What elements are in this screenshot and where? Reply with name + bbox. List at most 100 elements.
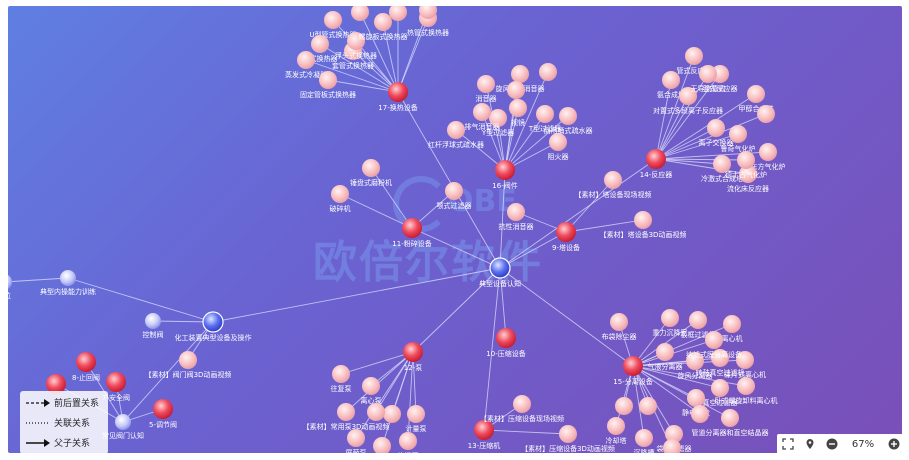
node-circle[interactable] <box>507 81 525 99</box>
node-circle[interactable] <box>656 343 674 361</box>
node-circle[interactable] <box>662 71 680 89</box>
node-circle[interactable] <box>489 257 511 279</box>
node-circle[interactable] <box>556 222 576 242</box>
node-circle[interactable] <box>513 395 531 413</box>
node-circle[interactable] <box>153 399 173 419</box>
node-circle[interactable] <box>689 311 707 329</box>
node-circle[interactable] <box>445 182 463 200</box>
node-circle[interactable] <box>549 133 567 151</box>
node-circle[interactable] <box>388 82 408 102</box>
node-circle[interactable] <box>447 121 465 139</box>
graph-node-fs[interactable]: 11-粉碎设备 <box>392 218 432 248</box>
node-circle[interactable] <box>324 11 342 29</box>
node-circle[interactable] <box>399 432 417 450</box>
graph-node-cat7[interactable]: 倒吊桶式疏水器 <box>544 107 593 135</box>
node-circle[interactable] <box>347 32 365 50</box>
graph-node-ta[interactable]: 9-塔设备 <box>552 222 580 252</box>
node-circle[interactable] <box>362 377 380 395</box>
graph-node-hx6[interactable]: 螺旋板式换热器 <box>359 13 408 41</box>
node-circle[interactable] <box>297 51 315 69</box>
node-circle[interactable] <box>477 75 495 93</box>
locate-icon[interactable] <box>802 436 818 452</box>
graph-node-a10[interactable] <box>46 374 66 394</box>
node-circle[interactable] <box>646 149 666 169</box>
graph-node-s18[interactable] <box>691 405 709 423</box>
graph-node-hx2[interactable]: 板式换热器 <box>303 35 338 63</box>
node-circle[interactable] <box>311 35 329 53</box>
node-circle[interactable] <box>723 315 741 333</box>
graph-node-hx9[interactable] <box>389 6 407 21</box>
graph-node-s8[interactable]: 碟片式离心机 <box>724 351 766 379</box>
node-circle[interactable] <box>202 311 224 333</box>
graph-canvas[interactable]: OBE 欧倍尔软件 典 <box>8 6 902 453</box>
graph-node-fx4[interactable]: 对置式多段离子反应器 <box>653 87 723 115</box>
node-circle[interactable] <box>736 351 754 369</box>
graph-node-fs2[interactable]: 破碎机 <box>330 185 351 213</box>
graph-node-s7[interactable]: 气液分离器 <box>648 343 683 371</box>
graph-node-cat4[interactable]: 视镜 <box>509 99 527 127</box>
graph-node-cat10[interactable] <box>539 63 557 81</box>
graph-node-pump[interactable]: 12-泵 <box>403 342 423 372</box>
graph-node-ys2[interactable]: 【素材】压缩设备3D动画视频 <box>521 425 615 453</box>
graph-node-hx8[interactable]: 固定管板式换热器 <box>300 71 356 99</box>
graph-node-hx10[interactable] <box>351 6 369 21</box>
node-circle[interactable] <box>337 403 355 421</box>
graph-node-s2[interactable]: 重力沉降室 <box>653 309 688 337</box>
graph-node-s20[interactable] <box>615 397 633 415</box>
node-circle[interactable] <box>76 352 96 372</box>
node-circle[interactable] <box>691 405 709 423</box>
node-circle[interactable] <box>729 125 747 143</box>
graph-node-hx1[interactable]: U型管式换热器 <box>309 11 357 39</box>
node-circle[interactable] <box>496 328 516 348</box>
node-circle[interactable] <box>351 6 369 21</box>
graph-node-s5[interactable]: 转鼓真空过滤机 <box>696 349 745 377</box>
knowledge-graph[interactable]: 典型设备认知化工装置典型设备及操作典型内操能力训练岗位控制阀常见阀门认知【素材】… <box>8 6 902 453</box>
graph-node-p1[interactable]: 往复泵 <box>331 365 352 393</box>
graph-node-s4[interactable]: 离心机 <box>722 315 743 343</box>
graph-node-hx11[interactable] <box>419 6 437 19</box>
node-circle[interactable] <box>145 313 161 329</box>
graph-node-fx10[interactable]: 流化床反应器 <box>727 165 769 193</box>
graph-node-p7[interactable]: 齿轮泵 <box>372 437 393 453</box>
graph-node-ta1[interactable]: 【素材】塔设备现场视频 <box>575 171 652 199</box>
graph-node-root[interactable]: 典型设备认知 <box>479 257 521 288</box>
graph-node-sep[interactable]: 15-分离设备 <box>613 356 653 386</box>
node-circle[interactable] <box>634 211 652 229</box>
node-circle[interactable] <box>711 349 729 367</box>
node-circle[interactable] <box>46 374 66 394</box>
graph-node-hx5[interactable]: 浮头式换热器 <box>335 32 377 60</box>
graph-node-fx8[interactable]: 东方气化炉 <box>751 143 786 171</box>
node-circle[interactable] <box>489 109 507 127</box>
node-circle[interactable] <box>511 65 529 83</box>
graph-node-fx1[interactable]: 管式反应器 <box>677 47 712 75</box>
node-circle[interactable] <box>739 165 757 183</box>
graph-node-p9[interactable] <box>367 403 385 421</box>
node-circle[interactable] <box>721 409 739 427</box>
node-circle[interactable] <box>347 429 365 447</box>
graph-node-cat9[interactable]: 红杆浮球式疏水器 <box>428 121 484 149</box>
node-circle[interactable] <box>711 379 729 397</box>
node-circle[interactable] <box>331 185 349 203</box>
node-circle[interactable] <box>705 331 723 349</box>
graph-node-fx5[interactable]: 甲醇合成塔 <box>739 85 774 113</box>
graph-node-fx9[interactable]: 冷激式合成塔 <box>701 155 743 183</box>
node-circle[interactable] <box>115 414 131 430</box>
graph-node-a3[interactable]: 岗位 <box>8 274 12 300</box>
graph-node-cat8[interactable]: 排气消音器 <box>465 103 500 131</box>
graph-node-ys1[interactable]: 【素材】压缩设备现场视频 <box>480 395 564 423</box>
node-circle[interactable] <box>509 99 527 117</box>
graph-node-p3[interactable]: 【素材】常用泵3D动画视频 <box>303 403 390 431</box>
zoom-in-icon[interactable] <box>886 436 902 452</box>
graph-node-fs1[interactable]: 锤盘式磨粉机 <box>350 159 392 187</box>
graph-node-a9[interactable]: 5-调节阀 <box>149 399 177 429</box>
node-circle[interactable] <box>374 13 392 31</box>
node-circle[interactable] <box>60 270 76 286</box>
graph-node-yl[interactable]: 10-压缩设备 <box>486 328 526 358</box>
node-circle[interactable] <box>389 6 407 21</box>
node-circle[interactable] <box>559 425 577 443</box>
node-circle[interactable] <box>536 105 554 123</box>
graph-node-a6[interactable]: 【素材】阀门阀3D动画视频 <box>145 351 232 379</box>
node-circle[interactable] <box>639 397 657 415</box>
node-circle[interactable] <box>759 143 777 161</box>
graph-node-a2[interactable]: 典型内操能力训练 <box>40 270 96 296</box>
